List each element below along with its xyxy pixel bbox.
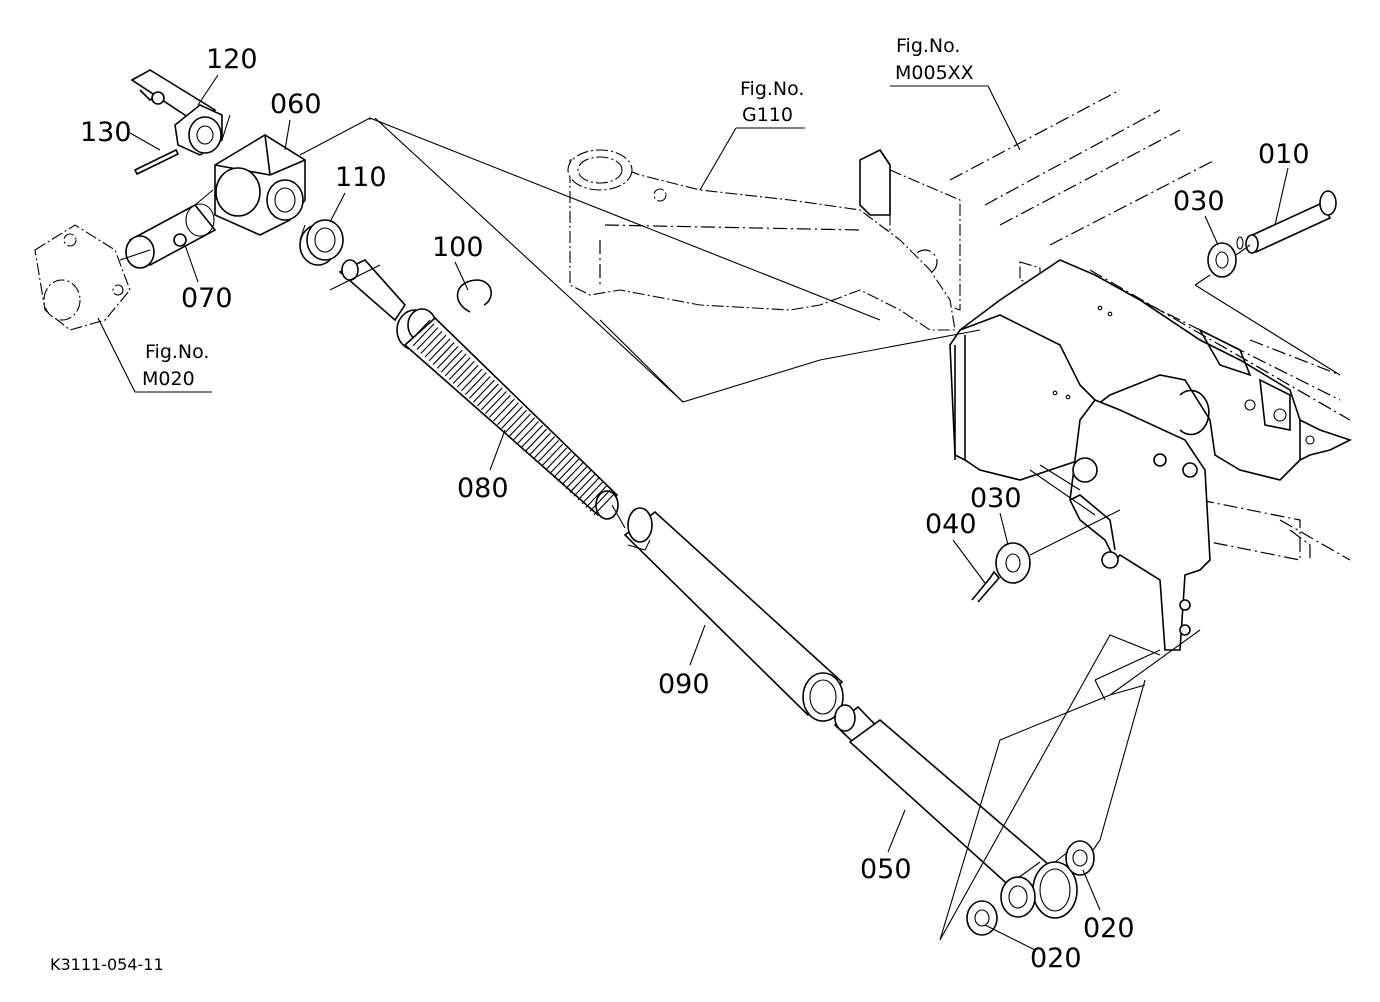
frame-bracket <box>859 148 1353 651</box>
thread-line <box>424 334 447 358</box>
thread-line <box>545 447 568 471</box>
thread-line <box>468 376 491 399</box>
label-090: 090 <box>658 669 710 700</box>
thread-line <box>501 406 523 429</box>
thread-line <box>529 432 552 456</box>
label-010: 010 <box>1258 139 1310 170</box>
part-100-snap-ring <box>456 279 492 313</box>
thread-line <box>428 338 451 362</box>
label-030-top: 030 <box>1173 186 1225 217</box>
thread-line <box>509 413 531 437</box>
thread-line <box>460 368 483 392</box>
thread-line <box>444 353 467 377</box>
thread-line <box>549 451 572 475</box>
part-020-bushing-left <box>1000 876 1036 918</box>
label-040: 040 <box>925 509 977 540</box>
part-labels: 010 030 030 040 050 020 020 060 070 080 … <box>80 44 1310 974</box>
thread-line <box>561 462 584 486</box>
thread-line <box>585 485 608 508</box>
thread-line <box>553 455 576 478</box>
ref-g110-caption: Fig.No. <box>740 78 804 100</box>
label-080: 080 <box>457 473 509 504</box>
label-100: 100 <box>432 232 484 263</box>
thread-line <box>412 323 435 347</box>
thread-line <box>476 383 499 407</box>
thread-line <box>472 379 495 403</box>
label-020-lower: 020 <box>1030 943 1082 974</box>
top-assembly <box>34 69 344 331</box>
label-050: 050 <box>860 854 912 885</box>
thread-line <box>505 409 527 433</box>
rod-threads <box>408 319 616 516</box>
part-030-washer-bottom <box>995 542 1031 584</box>
part-090-tube <box>623 507 844 722</box>
thread-line <box>521 424 544 448</box>
thread-line <box>581 481 604 505</box>
thread-line <box>541 443 564 467</box>
label-020-right: 020 <box>1083 913 1135 944</box>
figure-references: Fig.No. G110 Fig.No. M005XX Fig.No. M020 <box>97 35 1021 393</box>
part-030-washer-top <box>1207 242 1237 278</box>
thread-line <box>456 364 479 388</box>
thread-line <box>408 319 431 343</box>
ref-m020-number: M020 <box>142 368 195 390</box>
thread-line <box>432 342 455 365</box>
thread-line <box>448 357 471 380</box>
thread-line <box>565 466 588 490</box>
ref-m005xx-caption: Fig.No. <box>896 35 960 57</box>
thread-line <box>480 387 503 411</box>
thread-line <box>440 349 463 373</box>
ref-arm-g110 <box>567 149 956 331</box>
thread-line <box>493 398 515 422</box>
part-010-pin <box>1236 190 1337 254</box>
label-120: 120 <box>206 44 258 75</box>
thread-line <box>416 327 439 350</box>
thread-line <box>497 402 519 426</box>
label-060: 060 <box>270 89 322 120</box>
thread-line <box>557 458 580 482</box>
thread-line <box>569 470 592 493</box>
ref-m020-caption: Fig.No. <box>145 341 209 363</box>
part-080-threaded-rod <box>338 259 619 520</box>
thread-line <box>489 394 511 418</box>
thread-line <box>525 428 548 452</box>
thread-line <box>517 421 539 444</box>
part-020-washer-lower <box>966 900 998 936</box>
thread-line <box>533 436 556 459</box>
thread-line <box>513 417 535 441</box>
diagram-code: K3111-054-11 <box>50 955 164 974</box>
thread-line <box>577 477 600 501</box>
ref-m005xx-number: M005XX <box>895 62 974 84</box>
thread-line <box>573 473 596 497</box>
part-020-washer-right <box>1065 840 1095 876</box>
thread-line <box>485 391 507 414</box>
leader-lines <box>119 114 1341 941</box>
ref-g110-number: G110 <box>742 104 793 126</box>
thread-line <box>464 372 487 396</box>
part-050-rod <box>833 704 1078 919</box>
thread-line <box>420 330 443 354</box>
label-110: 110 <box>335 162 387 193</box>
label-130: 130 <box>80 117 132 148</box>
thread-line <box>589 488 612 512</box>
thread-line <box>436 345 459 369</box>
label-030-bottom: 030 <box>970 483 1022 514</box>
thread-line <box>537 439 560 463</box>
part-040-cotter-pin <box>971 570 1001 603</box>
thread-line <box>593 492 616 516</box>
thread-line <box>452 360 475 384</box>
label-070: 070 <box>181 283 233 314</box>
